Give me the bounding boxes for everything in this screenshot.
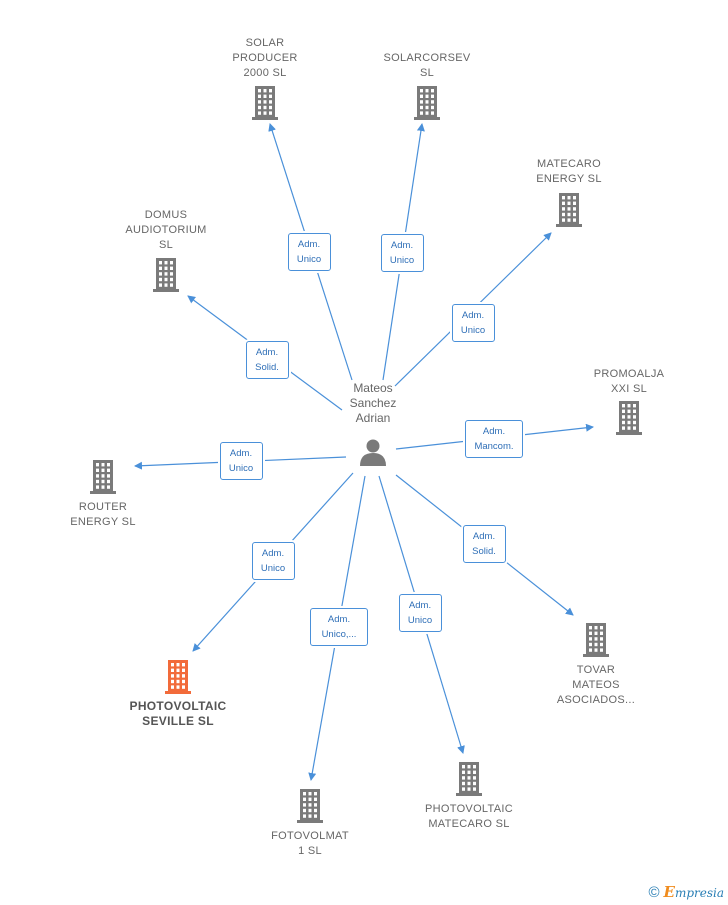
person-name[interactable]: Mateos Sanchez Adrian (349, 381, 397, 425)
role-badge-promoalja: Adm. Mancom. (465, 420, 523, 458)
company-name-tovar-mateos[interactable]: TOVAR MATEOS ASOCIADOS... (556, 664, 636, 706)
role-badge-photovoltaic-seville: Adm. Unico (251, 542, 295, 580)
role-badge-matecaro-energy: Adm. Unico (451, 304, 495, 342)
role-badge-solarcorsev: Adm. Unico (380, 234, 424, 272)
building-icon-promoalja[interactable] (616, 401, 642, 435)
company-name-photovoltaic-matecaro[interactable]: PHOTOVOLTAIC MATECARO SL (425, 803, 513, 830)
building-icon-fotovolmat[interactable] (297, 789, 323, 823)
role-badge-domus-audiotorium: Adm. Solid. (245, 341, 289, 379)
copyright-symbol: © (648, 883, 660, 901)
company-name-photovoltaic-seville[interactable]: PHOTOVOLTAIC SEVILLE SL (129, 699, 227, 728)
role-badge-router-energy: Adm. Unico (219, 442, 263, 480)
role-badge-photovoltaic-matecaro: Adm. Unico (398, 594, 442, 632)
role-badge-fotovolmat: Adm. Unico,... (310, 608, 368, 646)
building-icon-solarcorsev[interactable] (414, 86, 440, 120)
building-icon-router-energy[interactable] (90, 460, 116, 494)
building-icon-tovar-mateos[interactable] (583, 623, 609, 657)
company-name-router-energy[interactable]: ROUTER ENERGY SL (70, 501, 136, 528)
company-name-fotovolmat[interactable]: FOTOVOLMAT 1 SL (271, 830, 349, 857)
company-name-solar-producer[interactable]: SOLAR PRODUCER 2000 SL (232, 37, 298, 79)
brand-initial: E (663, 883, 675, 901)
building-icon-solar-producer[interactable] (252, 86, 278, 120)
building-icon-matecaro-energy[interactable] (556, 193, 582, 227)
brand-name: mpresia (674, 886, 724, 900)
company-name-matecaro-energy[interactable]: MATECARO ENERGY SL (536, 158, 602, 185)
person-icon[interactable] (360, 439, 386, 467)
company-name-promoalja[interactable]: PROMOALJA XXI SL (593, 368, 665, 395)
footer-brand: © Empresia (648, 883, 724, 901)
company-name-domus-audiotorium[interactable]: DOMUS AUDIOTORIUM SL (125, 209, 207, 251)
role-badge-tovar-mateos: Adm. Solid. (462, 525, 506, 563)
building-icon-photovoltaic-matecaro[interactable] (456, 762, 482, 796)
role-badge-solar-producer: Adm. Unico (287, 233, 331, 271)
building-icon-photovoltaic-seville[interactable] (165, 660, 191, 694)
building-icon-domus-audiotorium[interactable] (153, 258, 179, 292)
company-name-solarcorsev[interactable]: SOLARCORSEV SL (383, 52, 471, 79)
